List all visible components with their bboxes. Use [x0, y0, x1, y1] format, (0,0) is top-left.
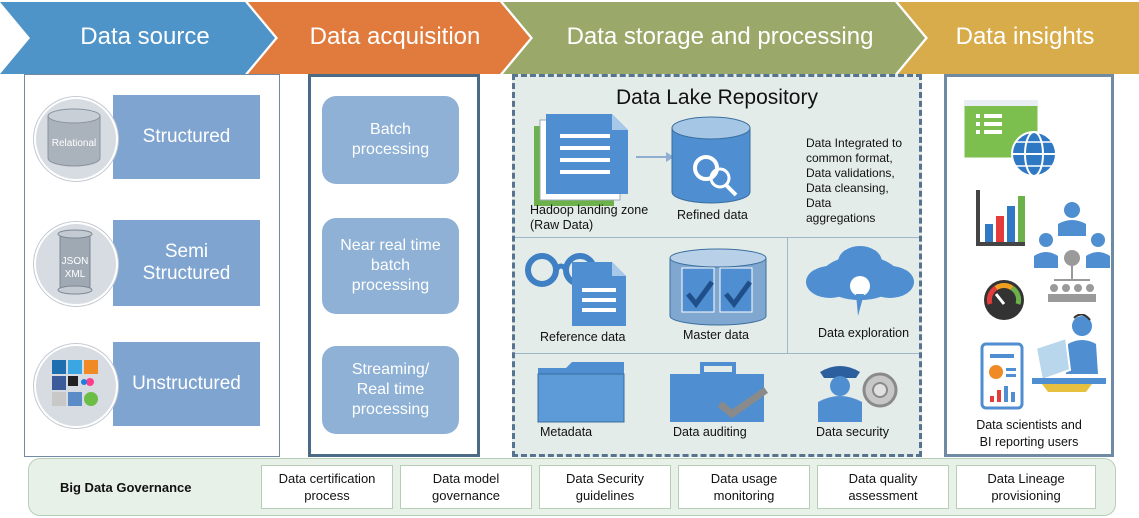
stage-label-data-insights: Data insights — [955, 23, 1095, 50]
social-media-icon — [52, 360, 98, 406]
lake-divider-1 — [515, 237, 919, 238]
master-data-label: Master data — [683, 328, 750, 342]
folder-icon — [537, 362, 625, 423]
documents-icon — [534, 114, 628, 206]
database-icon — [47, 108, 101, 167]
source-structured-label: Structured — [142, 126, 231, 147]
lake-divider-vertical — [787, 238, 788, 353]
stage-label-data-source: Data source — [80, 23, 210, 50]
refined-notes-label: Data Integrated to common format, Data v… — [806, 136, 903, 225]
stage-data-acquisition-chevron — [248, 2, 530, 74]
source-semi-structured-label: Semi Structured — [142, 241, 231, 284]
bar-chart-icon — [976, 190, 1025, 246]
governance-item-certification: Data certification process — [261, 465, 393, 509]
briefcase-icon — [670, 362, 769, 422]
governance-item-lineage-label: Data Lineage provisioning — [987, 471, 1065, 503]
arrow-icon — [636, 152, 674, 162]
source-unstructured-tab: Unstructured — [113, 342, 260, 426]
acquisition-near-real-time-box: Near real time batch processing — [322, 218, 459, 314]
database-icon-text: Relational — [51, 138, 97, 149]
stage-label-data-storage: Data storage and processing — [566, 23, 874, 50]
governance-item-security: Data Security guidelines — [539, 465, 671, 509]
governance-item-usage: Data usage monitoring — [678, 465, 810, 509]
scroll-icon — [57, 229, 93, 295]
source-semi-structured-tab: Semi Structured — [113, 220, 260, 306]
security-guard-icon — [818, 366, 898, 422]
acquisition-streaming-label: Streaming/ Real time processing — [351, 361, 430, 418]
source-unstructured-label: Unstructured — [132, 373, 241, 394]
acquisition-batch-label: Batch processing — [351, 121, 430, 158]
governance-item-model: Data model governance — [400, 465, 532, 509]
acquisition-batch-box: Batch processing — [322, 96, 459, 184]
governance-item-security-label: Data Security guidelines — [565, 471, 645, 503]
landing-zone-label: Hadoop landing zone (Raw Data) — [530, 203, 649, 232]
governance-title: Big Data Governance — [60, 480, 192, 495]
data-security-label: Data security — [816, 425, 889, 439]
data-lake-title: Data Lake Repository — [616, 86, 818, 109]
report-icon — [980, 342, 1024, 410]
scroll-icon-text: JSON XML — [61, 256, 89, 280]
master-data-icon — [669, 248, 767, 326]
stage-header — [0, 2, 1139, 74]
stage-data-source-chevron — [0, 2, 275, 74]
stage-label-data-acquisition: Data acquisition — [309, 23, 481, 50]
cloud-lightbulb-icon — [806, 246, 914, 316]
stage-data-storage-chevron — [503, 2, 925, 74]
gauge-icon — [984, 280, 1024, 320]
governance-item-quality-label: Data quality assessment — [848, 471, 918, 503]
governance-item-certification-label: Data certification process — [278, 471, 376, 503]
web-dashboard-icon — [963, 99, 1057, 177]
lake-divider-2 — [515, 353, 919, 354]
data-exploration-label: Data exploration — [818, 326, 910, 340]
acquisition-streaming-box: Streaming/ Real time processing — [322, 346, 459, 434]
reference-document-icon — [572, 262, 626, 326]
governance-item-lineage: Data Lineage provisioning — [956, 465, 1096, 509]
acquisition-near-real-time-label: Near real time batch processing — [340, 237, 441, 294]
metadata-label: Metadata — [540, 425, 593, 439]
source-structured-tab: Structured — [113, 95, 260, 179]
governance-item-quality: Data quality assessment — [817, 465, 949, 509]
refined-data-label: Refined data — [677, 208, 748, 222]
analyst-at-computer-icon — [1032, 314, 1106, 392]
governance-item-model-label: Data model governance — [432, 471, 500, 503]
data-auditing-label: Data auditing — [673, 425, 747, 439]
refined-data-cylinder-icon — [671, 116, 751, 204]
governance-item-usage-label: Data usage monitoring — [710, 471, 778, 503]
insights-users-label: Data scientists and BI reporting users — [976, 418, 1082, 449]
stage-data-insights-chevron — [898, 2, 1139, 74]
reference-data-label: Reference data — [540, 330, 626, 344]
organization-people-icon — [1034, 202, 1110, 302]
